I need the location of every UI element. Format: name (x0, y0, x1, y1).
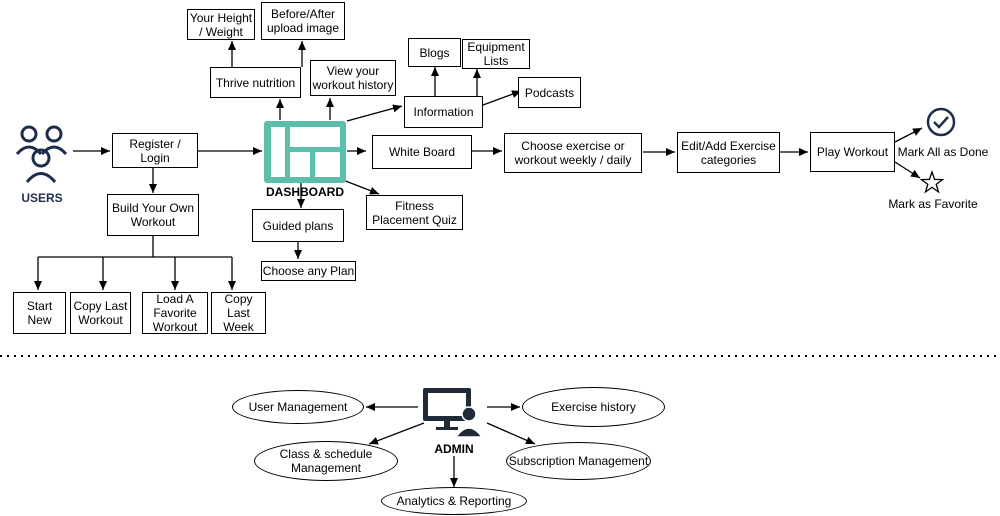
dashboard-icon (264, 121, 346, 183)
before-after-upload-box[interactable]: Before/After upload image (261, 2, 345, 40)
class-schedule-ellipse[interactable]: Class & schedule Management (254, 441, 398, 481)
admin-label: ADMIN (434, 442, 474, 456)
white-board-box[interactable]: White Board (372, 135, 472, 169)
blogs-box[interactable]: Blogs (408, 38, 461, 67)
mark-favorite-label[interactable]: Mark as Favorite (888, 197, 978, 211)
information-box[interactable]: Information (404, 96, 483, 128)
users-label: USERS (21, 191, 63, 205)
mark-all-done-label[interactable]: Mark All as Done (897, 145, 989, 159)
analytics-reporting-ellipse[interactable]: Analytics & Reporting (381, 487, 527, 515)
podcasts-box[interactable]: Podcasts (518, 77, 581, 108)
arrow-dashboard-information (346, 104, 403, 122)
arrow-information-podcasts (482, 90, 522, 106)
height-weight-box[interactable]: Your Height / Weight (187, 9, 255, 40)
load-favorite-workout-box[interactable]: Load A Favorite Workout (142, 292, 208, 334)
build-own-workout-box[interactable]: Build Your Own Workout (107, 194, 199, 236)
arrow-play-done (894, 127, 923, 143)
guided-plans-box[interactable]: Guided plans (252, 209, 344, 242)
exercise-history-ellipse[interactable]: Exercise history (522, 387, 665, 427)
choose-exercise-box[interactable]: Choose exercise or workout weekly / dail… (504, 133, 642, 173)
register-login-box[interactable]: Register / Login (112, 133, 198, 168)
user-management-ellipse[interactable]: User Management (232, 390, 364, 424)
start-new-box[interactable]: Start New (13, 292, 66, 334)
users-icon (15, 125, 68, 183)
copy-last-workout-box[interactable]: Copy Last Workout (70, 292, 131, 334)
copy-last-week-box[interactable]: Copy Last Week (211, 292, 266, 334)
choose-any-plan-box[interactable]: Choose any Plan (261, 261, 356, 281)
arrow-play-favorite (894, 161, 921, 179)
subscription-management-ellipse[interactable]: Subscription Management (506, 442, 651, 480)
view-workout-history-box[interactable]: View your workout history (310, 60, 396, 96)
arrow-dashboard-quiz (342, 179, 380, 195)
dashboard-label: DASHBOARD (266, 185, 344, 199)
edit-add-exercise-box[interactable]: Edit/Add Exercise categories (677, 132, 780, 173)
arrow-build-branches (34, 236, 236, 290)
equipment-lists-box[interactable]: Equipment Lists (462, 39, 530, 69)
star-icon (919, 170, 945, 194)
admin-monitor-icon (423, 388, 484, 438)
checkmark-circle-icon (926, 107, 956, 137)
fitness-placement-quiz-box[interactable]: Fitness Placement Quiz (366, 195, 463, 230)
play-workout-box[interactable]: Play Workout (810, 132, 895, 172)
arrow-admin-class (368, 422, 425, 445)
thrive-nutrition-box[interactable]: Thrive nutrition (210, 67, 301, 98)
arrow-admin-subscription (486, 422, 536, 445)
